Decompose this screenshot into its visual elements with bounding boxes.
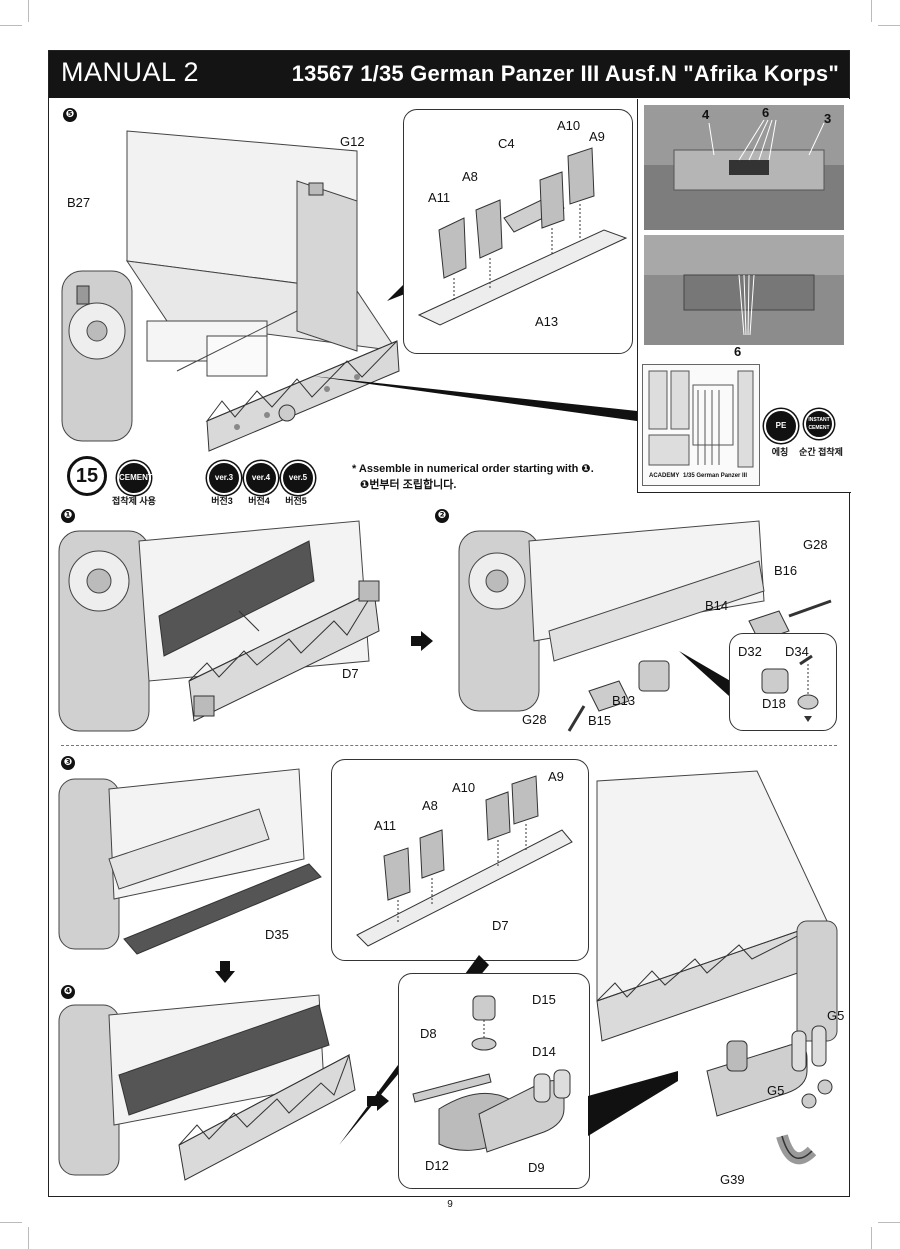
part-label-a8: A8 (462, 169, 478, 184)
part-label-d15: D15 (532, 992, 556, 1007)
version-5-icon: ver.5 (281, 461, 315, 495)
arrow-down-icon (215, 961, 235, 983)
part-label-g28-top: G28 (803, 537, 828, 552)
photo-etch-fret: ACADEMY 1/35 German Panzer III (642, 364, 760, 486)
part-label-a9-d7: A9 (548, 769, 564, 784)
version-5-caption: 버전5 (285, 496, 307, 506)
substep-2-marker: ❷ (435, 509, 449, 523)
callout-d7-assembly: A10 A9 A8 A11 D7 (331, 759, 589, 961)
product-title: 13567 1/35 German Panzer III Ausf.N "Afr… (291, 61, 839, 86)
assembly-note-en: * Assemble in numerical order starting w… (352, 463, 594, 475)
part-label-d7: D7 (342, 666, 359, 681)
part-label-b16: B16 (774, 563, 798, 578)
substep-4-illustration (58, 955, 489, 1181)
part-label-g5-left: G5 (767, 1083, 785, 1098)
substep-5-illustration (596, 770, 838, 1165)
callout-d9-assembly: D15 D14 D8 D12 D9 (398, 973, 590, 1189)
pe-badge-text: PE (775, 421, 787, 430)
part-label-a13: A13 (535, 314, 559, 329)
photo-callout-6: 6 (762, 105, 770, 120)
section-divider (61, 745, 837, 746)
fret-brand: ACADEMY (649, 473, 680, 479)
part-label-b27: B27 (67, 195, 91, 210)
photo-callout-6-bottom: 6 (734, 344, 742, 359)
part-label-g5-right: G5 (827, 1008, 845, 1023)
part-label-a10-d7: A10 (452, 780, 476, 795)
crop-mark (28, 1227, 29, 1249)
substep-1-illustration (58, 520, 380, 732)
callout-a13-assembly: C4 A10 A9 A8 A11 A13 (403, 109, 633, 354)
version-4-badge: ver.4 (251, 473, 271, 482)
part-label-a10: A10 (557, 118, 581, 133)
part-label-d12: D12 (425, 1158, 449, 1173)
part-label-d32: D32 (738, 644, 762, 659)
hull-rear-illustration (61, 130, 637, 452)
callout-d18-assembly: D32 D34 D18 (729, 633, 837, 731)
version-3-caption: 버전3 (211, 496, 233, 506)
version-5-badge: ver.5 (288, 473, 308, 482)
part-label-d14: D14 (532, 1044, 556, 1059)
version-3-icon: ver.3 (207, 461, 241, 495)
part-label-d8: D8 (420, 1026, 437, 1041)
page-number: 9 (447, 1199, 453, 1210)
crop-mark (878, 1222, 900, 1223)
crop-mark (0, 1222, 22, 1223)
crop-mark (871, 0, 872, 22)
cement-badge-text: CEMENT (119, 473, 153, 482)
part-label-d34: D34 (785, 644, 809, 659)
part-label-b14: B14 (705, 598, 729, 613)
callout-pointer (679, 651, 739, 696)
part-label-c4: C4 (498, 136, 515, 151)
part-label-b13: B13 (612, 693, 636, 708)
version-4-caption: 버전4 (248, 496, 270, 506)
part-label-a8-d7: A8 (422, 798, 438, 813)
photo-callout-3: 3 (824, 111, 832, 126)
part-label-d7-box: D7 (492, 918, 509, 933)
instant-badge-text: INSTANT CEMENT (808, 417, 830, 431)
pe-icon: PE (764, 409, 798, 443)
crop-mark (0, 25, 22, 26)
substep-2-illustration (458, 520, 832, 732)
cement-icon: CEMENT (117, 461, 153, 495)
manual-title: MANUAL 2 (61, 57, 200, 87)
crop-mark (871, 1227, 872, 1249)
manual-page: MANUAL 2 13567 1/35 German Panzer III Au… (48, 50, 851, 1197)
part-label-a11: A11 (428, 190, 451, 205)
part-label-g28-bottom: G28 (522, 712, 547, 727)
substep-4-marker: ❹ (61, 985, 75, 999)
part-label-d9: D9 (528, 1160, 545, 1175)
reference-photo-panel: 4 6 3 6 ACADEMY 1/35 Germ (637, 99, 851, 493)
substep-3-marker: ❸ (61, 756, 75, 770)
crop-mark (878, 25, 900, 26)
instant-cement-icon: INSTANT CEMENT (804, 409, 834, 439)
part-label-g39: G39 (720, 1172, 745, 1187)
part-label-b15: B15 (588, 713, 612, 728)
substep-3-illustration (58, 768, 322, 955)
cement-caption: 접착제 사용 (112, 496, 156, 506)
reference-photo-top: 4 6 3 (644, 105, 844, 230)
part-label-a9: A9 (589, 129, 605, 144)
substep-1-marker: ❶ (61, 509, 75, 523)
pe-caption: 에칭 (771, 447, 789, 457)
photo-callout-4: 4 (702, 107, 710, 122)
part-label-d18: D18 (762, 696, 786, 711)
crop-mark (28, 0, 29, 22)
fret-caption: 1/35 German Panzer III (683, 473, 748, 479)
part-label-g12: G12 (340, 134, 365, 149)
reference-photo-bottom (644, 235, 844, 345)
version-4-icon: ver.4 (244, 461, 278, 495)
instant-caption: 순간 접착제 (799, 447, 843, 457)
part-label-d35: D35 (265, 927, 289, 942)
version-3-badge: ver.3 (214, 473, 234, 482)
substep-5-marker: ❺ (63, 108, 77, 122)
part-label-a11-d7: A11 (374, 818, 397, 833)
page-header: MANUAL 2 13567 1/35 German Panzer III Au… (49, 51, 849, 98)
step-number-badge: 15 (67, 456, 107, 496)
assembly-note-ko: ❶번부터 조립합니다. (360, 479, 457, 491)
arrow-right-icon (411, 631, 433, 651)
callout-pointer-d9 (588, 1071, 678, 1136)
arrow-right-icon-2 (367, 1091, 389, 1111)
